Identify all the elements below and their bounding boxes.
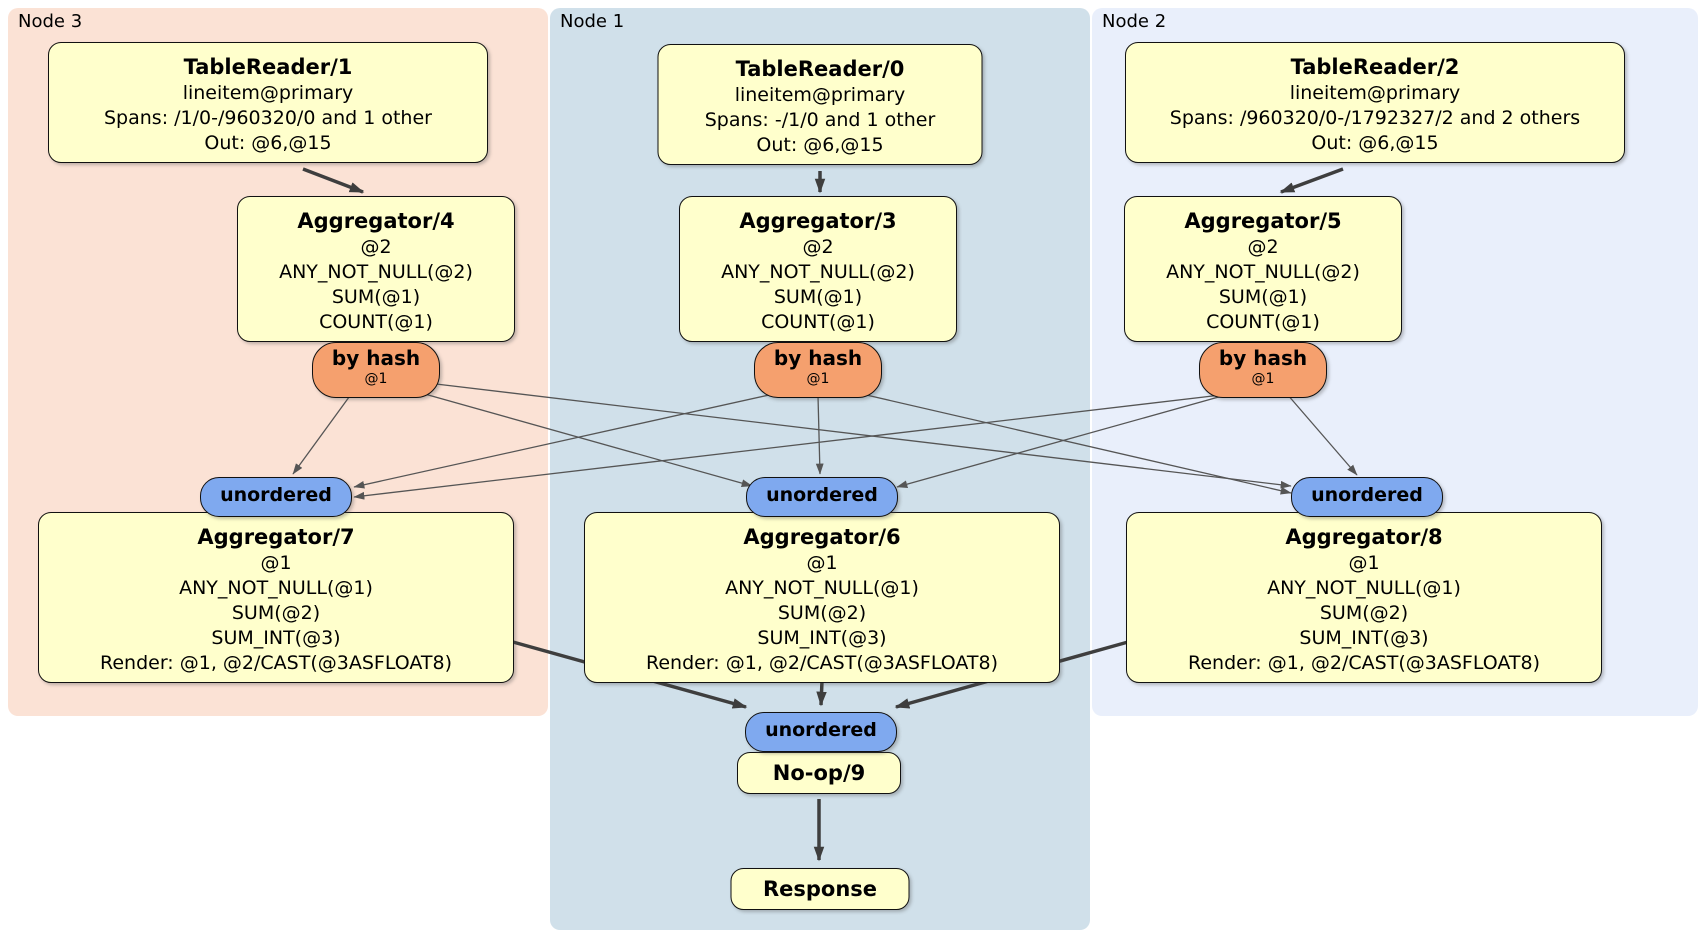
stream-unordered-7: unordered: [200, 477, 352, 517]
thin-edges: [292, 383, 1358, 500]
router-detail: @1: [1251, 371, 1275, 387]
plan-node-title: Aggregator/6: [743, 525, 901, 549]
router-label: by hash: [773, 346, 863, 370]
edge-tr1-agg4: [302, 167, 365, 194]
plan-node-title: No-op/9: [772, 761, 866, 785]
plan-node-detail: ANY_NOT_NULL(@2): [279, 261, 473, 283]
plan-node-aggregator-8: Aggregator/8 @1 ANY_NOT_NULL(@1) SUM(@2)…: [1126, 512, 1602, 683]
plan-node-detail: lineitem@primary: [182, 82, 354, 104]
plan-node-detail: COUNT(@1): [1206, 311, 1320, 333]
router-by-hash-3: by hash @1: [754, 342, 882, 398]
plan-node-detail: SUM_INT(@3): [1299, 627, 1429, 649]
plan-node-title: Aggregator/4: [297, 209, 455, 233]
plan-node-tablereader-2: TableReader/2 lineitem@primary Spans: /9…: [1125, 42, 1625, 163]
plan-node-title: TableReader/2: [1290, 55, 1460, 79]
region-node2-label: Node 2: [1102, 11, 1167, 32]
region-node3-label: Node 3: [18, 11, 83, 32]
plan-node-detail: SUM(@1): [1218, 286, 1308, 308]
plan-node-detail: @2: [1247, 236, 1279, 258]
stream-label: unordered: [1311, 484, 1423, 506]
plan-node-aggregator-4: Aggregator/4 @2 ANY_NOT_NULL(@2) SUM(@1)…: [237, 196, 515, 342]
plan-node-aggregator-7: Aggregator/7 @1 ANY_NOT_NULL(@1) SUM(@2)…: [38, 512, 514, 683]
router-by-hash-4: by hash @1: [312, 342, 440, 398]
plan-node-aggregator-3: Aggregator/3 @2 ANY_NOT_NULL(@2) SUM(@1)…: [679, 196, 957, 342]
stream-label: unordered: [765, 719, 877, 741]
edge-byhash3-unordered7: [353, 390, 788, 489]
plan-node-title: TableReader/1: [183, 55, 353, 79]
edge-byhash5-unordered8: [1286, 393, 1358, 476]
plan-node-detail: ANY_NOT_NULL(@2): [1166, 261, 1360, 283]
edge-byhash4-unordered6: [413, 390, 753, 487]
plan-node-detail: SUM(@2): [231, 602, 321, 624]
plan-node-detail: COUNT(@1): [319, 311, 433, 333]
router-detail: @1: [364, 371, 388, 387]
plan-node-detail: SUM_INT(@3): [757, 627, 887, 649]
plan-node-detail: SUM(@2): [1319, 602, 1409, 624]
edge-byhash3-unordered8: [848, 390, 1292, 495]
plan-node-title: Response: [762, 877, 878, 901]
plan-node-detail: Render: @1, @2/CAST(@3ASFLOAT8): [1188, 652, 1540, 674]
plan-node-detail: @1: [806, 552, 838, 574]
plan-node-response: Response: [730, 868, 910, 910]
router-detail: @1: [806, 371, 830, 387]
plan-node-tablereader-0: TableReader/0 lineitem@primary Spans: -/…: [657, 44, 983, 165]
stream-unordered-8: unordered: [1291, 477, 1443, 517]
plan-node-detail: ANY_NOT_NULL(@2): [721, 261, 915, 283]
plan-node-aggregator-6: Aggregator/6 @1 ANY_NOT_NULL(@1) SUM(@2)…: [584, 512, 1060, 683]
plan-node-title: Aggregator/8: [1285, 525, 1443, 549]
plan-node-detail: @1: [1348, 552, 1380, 574]
edge-byhash4-unordered7: [292, 392, 353, 475]
plan-node-tablereader-1: TableReader/1 lineitem@primary Spans: /1…: [48, 42, 488, 163]
plan-node-detail: COUNT(@1): [761, 311, 875, 333]
plan-node-detail: lineitem@primary: [1289, 82, 1461, 104]
stream-label: unordered: [766, 484, 878, 506]
plan-node-detail: ANY_NOT_NULL(@1): [1267, 577, 1461, 599]
plan-node-noop-9: No-op/9: [737, 752, 901, 794]
plan-node-detail: ANY_NOT_NULL(@1): [179, 577, 373, 599]
router-label: by hash: [331, 346, 421, 370]
plan-node-detail: Out: @6,@15: [1311, 132, 1439, 154]
plan-node-detail: SUM(@1): [331, 286, 421, 308]
plan-node-detail: lineitem@primary: [734, 84, 906, 106]
plan-node-detail: Out: @6,@15: [204, 132, 332, 154]
plan-node-detail: Spans: /960320/0-/1792327/2 and 2 others: [1169, 107, 1581, 129]
plan-node-title: TableReader/0: [735, 57, 905, 81]
edge-agg6-unordered9: [816, 680, 827, 707]
plan-node-detail: Render: @1, @2/CAST(@3ASFLOAT8): [646, 652, 998, 674]
edge-byhash4-unordered8: [435, 383, 1292, 489]
router-label: by hash: [1218, 346, 1308, 370]
plan-node-detail: SUM(@2): [777, 602, 867, 624]
plan-node-detail: @2: [802, 236, 834, 258]
region-node1-label: Node 1: [560, 11, 625, 32]
plan-node-detail: Spans: -/1/0 and 1 other: [704, 109, 936, 131]
plan-node-title: Aggregator/3: [739, 209, 897, 233]
plan-node-detail: Out: @6,@15: [756, 134, 884, 156]
plan-node-detail: ANY_NOT_NULL(@1): [725, 577, 919, 599]
plan-node-detail: SUM(@1): [773, 286, 863, 308]
plan-node-aggregator-5: Aggregator/5 @2 ANY_NOT_NULL(@2) SUM(@1)…: [1124, 196, 1402, 342]
plan-node-detail: @2: [360, 236, 392, 258]
plan-node-title: Aggregator/7: [197, 525, 355, 549]
edge-byhash5-unordered6: [896, 390, 1241, 488]
plan-node-detail: SUM_INT(@3): [211, 627, 341, 649]
edge-byhash3-unordered6: [815, 395, 824, 475]
plan-node-title: Aggregator/5: [1184, 209, 1342, 233]
stream-label: unordered: [220, 484, 332, 506]
edge-tr2-agg5: [1279, 167, 1344, 194]
plan-node-detail: Render: @1, @2/CAST(@3ASFLOAT8): [100, 652, 452, 674]
plan-node-detail: Spans: /1/0-/960320/0 and 1 other: [104, 107, 432, 129]
stream-unordered-6: unordered: [746, 477, 898, 517]
router-by-hash-5: by hash @1: [1199, 342, 1327, 398]
plan-node-detail: @1: [260, 552, 292, 574]
stream-unordered-9: unordered: [745, 712, 897, 752]
edge-byhash5-unordered7: [353, 392, 1239, 500]
